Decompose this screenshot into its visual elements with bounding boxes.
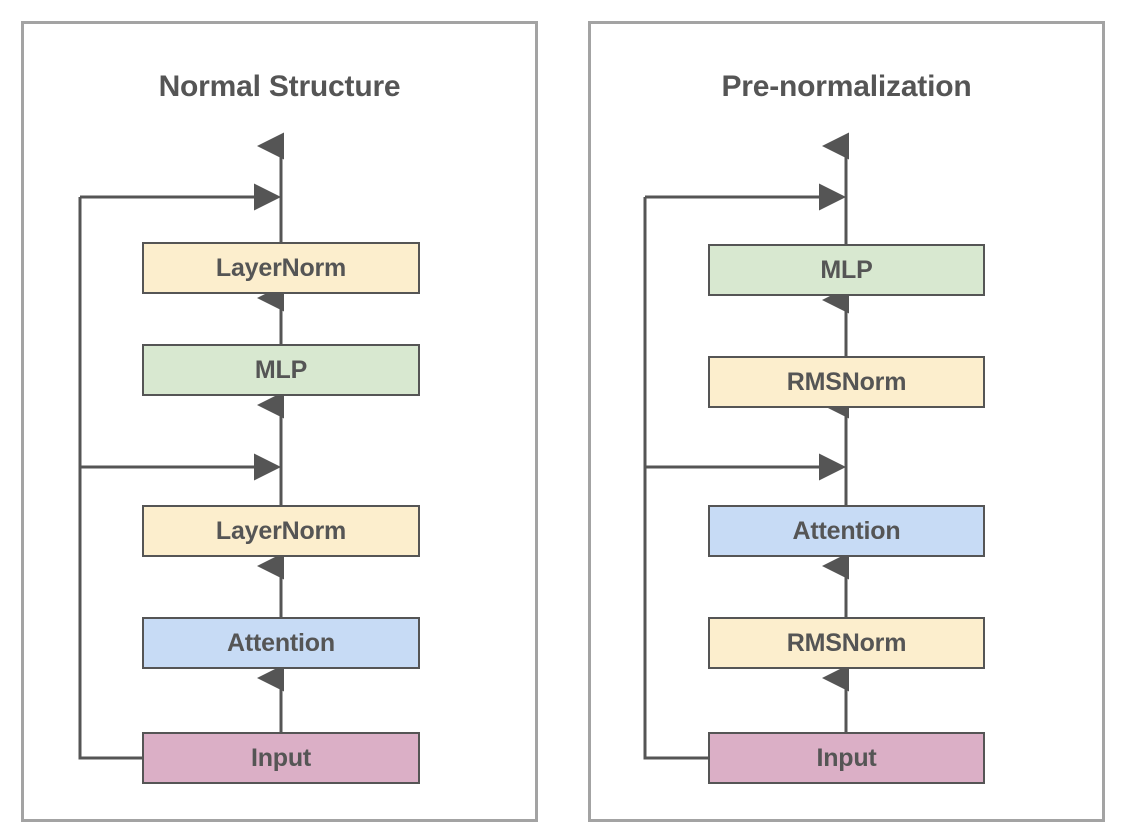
node-layernorm-bottom-left[interactable]: LayerNorm — [142, 505, 420, 557]
node-input-right[interactable]: Input — [708, 732, 985, 784]
panel-pre-normalization: Pre-normalization — [588, 21, 1105, 822]
node-rmsnorm-top-right[interactable]: RMSNorm — [708, 356, 985, 408]
node-label: LayerNorm — [215, 253, 347, 282]
panel-title-normal-structure: Normal Structure — [158, 70, 401, 103]
node-label: Attention — [227, 628, 335, 657]
node-label: Input — [816, 743, 877, 772]
panel-normal-structure: Normal Structure — [21, 21, 538, 822]
node-mlp-left[interactable]: MLP — [142, 344, 420, 396]
node-label: RMSNorm — [786, 628, 907, 657]
node-label: MLP — [254, 355, 308, 384]
node-layernorm-top-left[interactable]: LayerNorm — [142, 242, 420, 294]
node-input-left[interactable]: Input — [142, 732, 420, 784]
node-label: LayerNorm — [215, 516, 347, 545]
node-label: RMSNorm — [786, 367, 907, 396]
node-attention-right[interactable]: Attention — [708, 505, 985, 557]
node-label: Attention — [792, 516, 901, 545]
node-label: MLP — [820, 255, 873, 284]
node-mlp-right[interactable]: MLP — [708, 244, 985, 296]
node-label: Input — [250, 743, 312, 772]
node-rmsnorm-bottom-right[interactable]: RMSNorm — [708, 617, 985, 669]
node-attention-left[interactable]: Attention — [142, 617, 420, 669]
panel-title-pre-normalization: Pre-normalization — [721, 70, 972, 103]
